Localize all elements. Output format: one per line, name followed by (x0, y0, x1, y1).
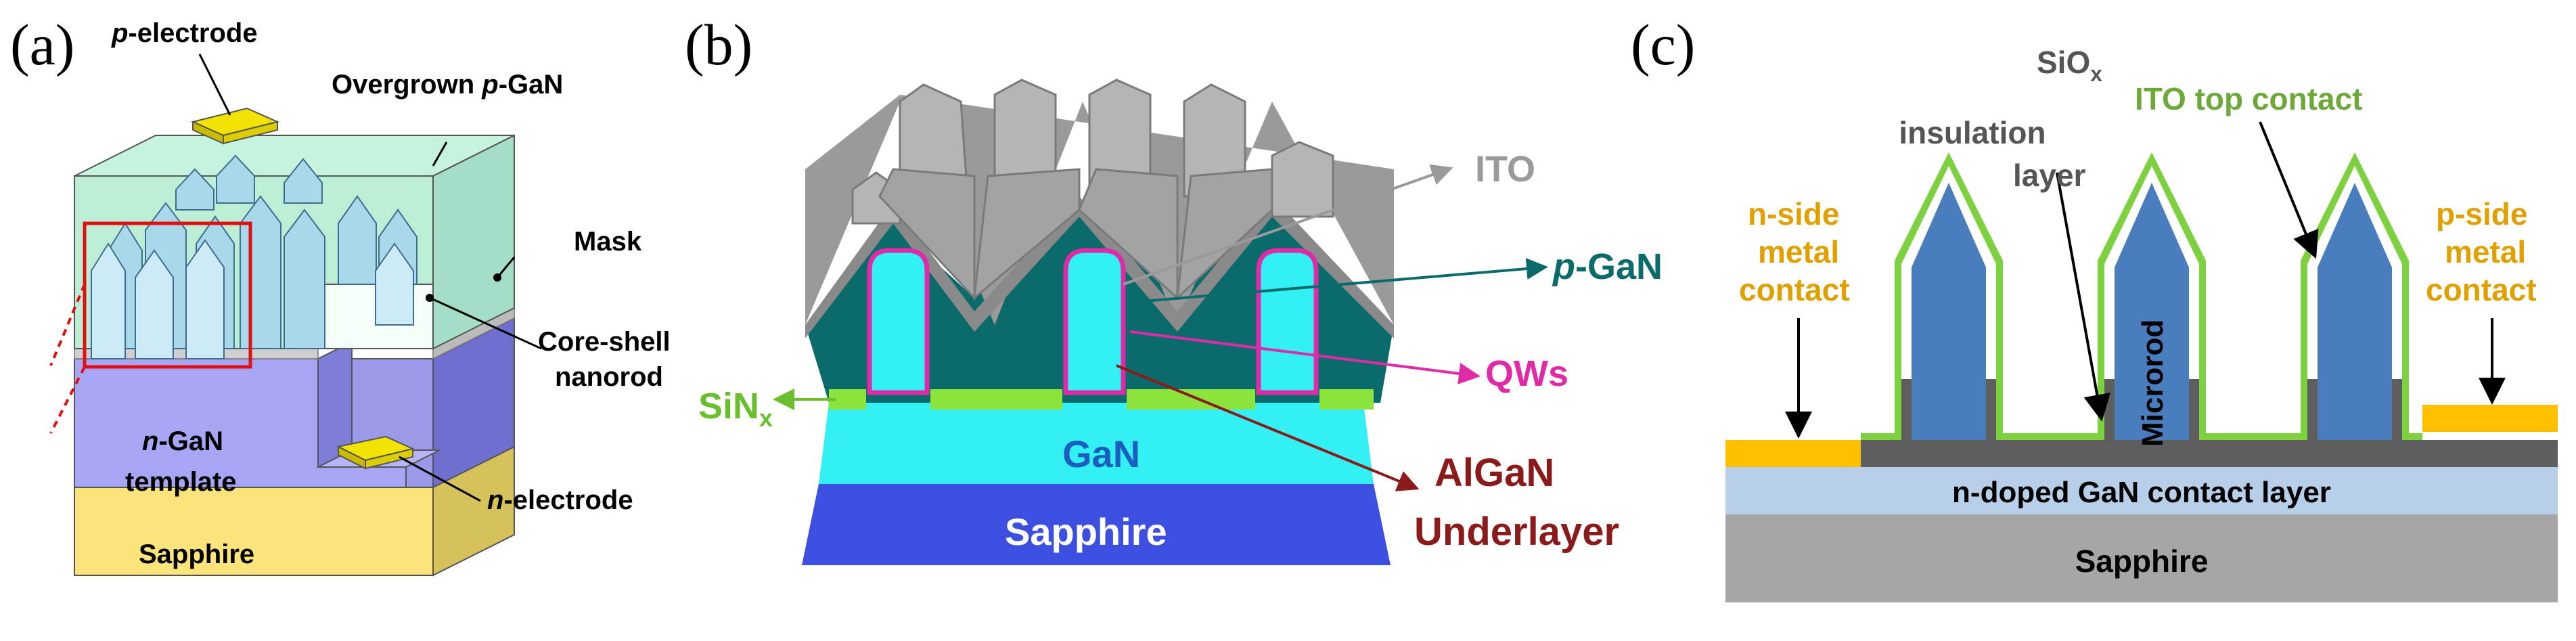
nanorod-cores-b (867, 248, 1319, 395)
leader-p-electrode (198, 53, 231, 116)
arrow-pgan (1143, 258, 1548, 303)
panel-a-led-schematic: (a) (10, 12, 671, 577)
leader-overgrown (432, 141, 448, 167)
label-nside-1: n-side (1748, 196, 1839, 231)
panel-b-tag: (b) (685, 12, 752, 77)
inset-dash-line-2 (49, 366, 86, 434)
arrow-siox (2056, 172, 2110, 422)
label-nanorod: nanorod (555, 362, 663, 392)
arrow-ito-top (2259, 121, 2319, 259)
n-side-metal-c (1725, 440, 1861, 467)
panel-b-cross-section: (b) (685, 12, 1663, 565)
inset-dash-line-1 (49, 284, 86, 366)
siox-base-c (1861, 440, 2558, 467)
leader-mask (496, 257, 516, 278)
label-mask: Mask (574, 227, 642, 257)
sapphire-layer-b (802, 484, 1391, 565)
label-layer: layer (2013, 158, 2086, 193)
label-pside-1: p-side (2436, 196, 2527, 231)
label-ito-b: ITO (1475, 149, 1535, 190)
label-p-electrode: p-electrode (111, 18, 258, 48)
label-insulation: insulation (1899, 115, 2046, 150)
label-template: template (125, 467, 237, 497)
panel-c-tag: (c) (1631, 12, 1695, 77)
label-n-electrode: n-electrode (487, 485, 633, 515)
label-pside-2: metal (2445, 234, 2526, 269)
label-pgan-b: p-GaN (1552, 246, 1663, 287)
label-sapphire-c: Sapphire (2075, 544, 2209, 579)
leader-n-electrode (399, 456, 481, 502)
label-microrod: Microrod (2136, 319, 2169, 447)
mask-dot (493, 273, 501, 282)
leader-core-shell (429, 296, 542, 350)
gan-layer-b (819, 403, 1374, 484)
label-sinx: SiNx (698, 386, 773, 432)
label-underlayer: Underlayer (1414, 510, 1619, 554)
label-gan-b: GaN (1062, 433, 1140, 475)
p-side-metal-c (2422, 405, 2558, 432)
label-ngan: n-GaN (142, 426, 223, 456)
label-pside-3: contact (2426, 272, 2537, 307)
inset-highlight-box (83, 221, 252, 369)
n-electrode-a (336, 435, 415, 470)
label-nside-3: contact (1739, 272, 1850, 307)
label-sapphire-a: Sapphire (139, 539, 254, 569)
sapphire-layer-c (1725, 514, 2558, 602)
nanorods-a (91, 154, 417, 359)
label-ito-top: ITO top contact (2135, 81, 2363, 116)
label-overgrown-pgan: Overgrown p-GaN (332, 70, 563, 100)
panel-a-tag: (a) (10, 12, 74, 77)
sinx-mask-b (829, 389, 1374, 410)
label-qws: QWs (1485, 353, 1568, 394)
arrow-qws (1129, 330, 1481, 384)
ndoped-gan-layer-c (1725, 467, 2558, 514)
label-nside-2: metal (1758, 234, 1839, 269)
label-algan: AlGaN (1434, 451, 1554, 495)
ito-pyramids-b (805, 79, 1394, 338)
label-siox: SiOx (2037, 45, 2102, 86)
arrow-ito (1123, 164, 1453, 286)
label-sapphire-b: Sapphire (1005, 510, 1167, 553)
arrow-algan (1116, 364, 1420, 491)
label-core-shell: Core-shell (538, 327, 671, 357)
p-electrode-a (190, 107, 280, 145)
label-ndoped: n-doped GaN contact layer (1952, 476, 2331, 509)
panel-c-microrod-cross-section: (c) SiOx insulation (1631, 12, 2558, 602)
sapphire-layer-a (74, 445, 515, 577)
core-shell-dot (426, 294, 434, 302)
